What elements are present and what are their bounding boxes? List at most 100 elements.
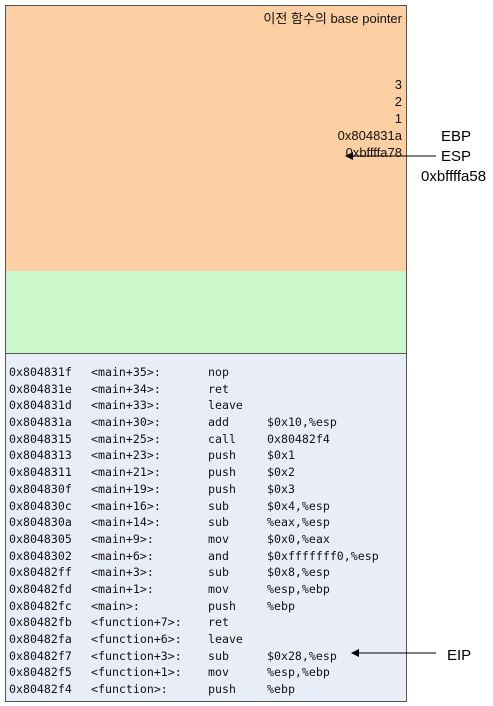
code-row: 0x80482fd <main+1>: mov %esp,%ebp [9, 581, 379, 598]
code-opcode: sub [208, 565, 229, 580]
code-opcode: mov [208, 665, 229, 680]
code-row: 0x804830a <main+14>: sub %eax,%esp [9, 514, 379, 531]
code-operands: $0xfffffff0,%esp [267, 548, 379, 563]
code-address: 0x80482fd [9, 581, 72, 596]
code-address: 0x8048302 [9, 548, 72, 563]
code-row: 0x80482fc <main>: push %ebp [9, 598, 379, 615]
code-symbol: <main+9>: [91, 531, 154, 546]
stack-value: 2 [394, 94, 402, 109]
eip-label: EIP [447, 647, 472, 664]
code-operands: %ebp [267, 682, 295, 697]
code-address: 0x804831d [9, 398, 72, 413]
code-address: 0x804830f [9, 481, 72, 496]
code-symbol: <function>: [91, 682, 168, 697]
code-operands: %ebp [267, 598, 295, 613]
code-symbol: <function+1>: [91, 665, 182, 680]
code-address: 0x804831f [9, 365, 72, 379]
code-operands: %eax,%esp [267, 515, 330, 530]
code-address: 0x8048315 [9, 431, 72, 446]
code-symbol: <main+16>: [91, 498, 161, 513]
code-symbol: <main+19>: [91, 481, 161, 496]
code-opcode: push [208, 481, 236, 496]
code-row: 0x80482f5 <function+1>: mov %esp,%ebp [9, 664, 379, 681]
code-address: 0x804831a [9, 415, 72, 430]
code-opcode: ret [208, 615, 229, 630]
code-operands: %esp,%ebp [267, 665, 330, 680]
stack-label: 이전 함수의 base pointer [263, 11, 402, 26]
code-operands: %esp,%ebp [267, 581, 330, 596]
code-opcode: leave [208, 398, 243, 413]
code-address: 0x80482f7 [9, 648, 72, 663]
code-operands: $0x0,%eax [267, 531, 330, 546]
code-address: 0x80482ff [9, 565, 72, 580]
code-symbol: <main+14>: [91, 515, 161, 530]
code-address: 0x8048313 [9, 448, 72, 463]
ebp-label: EBP [441, 128, 472, 145]
stack-value: 0x804831a [337, 128, 402, 143]
code-operands: $0x2 [267, 465, 295, 480]
code-opcode: push [208, 465, 236, 480]
code-opcode: sub [208, 648, 229, 663]
code-address: 0x80482fc [9, 598, 72, 613]
code-symbol: <main+33>: [91, 398, 161, 413]
code-opcode: sub [208, 515, 229, 530]
code-address: 0x804830a [9, 515, 72, 530]
code-opcode: push [208, 598, 236, 613]
code-opcode: push [208, 682, 236, 697]
code-symbol: <main+21>: [91, 465, 161, 480]
code-symbol: <main+23>: [91, 448, 161, 463]
code-address: 0x80482f5 [9, 665, 72, 680]
code-row: 0x8048315 <main+25>: call 0x80482f4 [9, 431, 379, 448]
code-row: 0x8048305 <main+9>: mov $0x0,%eax [9, 531, 379, 548]
code-operands: 0x80482f4 [267, 431, 330, 446]
code-operands: $0x1 [267, 448, 295, 463]
code-row: 0x804831a <main+30>: add $0x10,%esp [9, 414, 379, 431]
code-row: 0x80482f4 <function>: push %ebp [9, 681, 379, 698]
code-operands: $0x10,%esp [267, 415, 337, 430]
code-row: 0x8048313 <main+23>: push $0x1 [9, 447, 379, 464]
code-row: 0x80482fa<function+6>:leave [9, 631, 379, 648]
code-row: 0x804831f<main+35>:nop [9, 364, 379, 381]
code-symbol: <function+6>: [91, 632, 182, 646]
code-opcode: ret [208, 381, 229, 396]
code-operands: $0x28,%esp [267, 648, 337, 663]
code-address: 0x80482fa [9, 632, 72, 646]
code-symbol: <main+25>: [91, 431, 161, 446]
code-opcode: push [208, 448, 236, 463]
code-operands: $0x3 [267, 481, 295, 496]
code-symbol: <main+3>: [91, 565, 154, 580]
code-symbol: <function+7>: [91, 615, 182, 630]
code-symbol: <main>: [91, 598, 140, 613]
code-address: 0x80482f4 [9, 682, 72, 697]
code-symbol: <main+34>: [91, 381, 161, 396]
code-row: 0x80482fb <function+7>: ret [9, 614, 379, 631]
code-opcode: mov [208, 531, 229, 546]
code-opcode: nop [208, 365, 229, 379]
code-address: 0x804830c [9, 498, 72, 513]
esp-value: 0xbffffa58 [421, 168, 487, 185]
code-row: 0x804830f <main+19>: push $0x3 [9, 481, 379, 498]
code-address: 0x8048305 [9, 531, 72, 546]
code-address: 0x804831e [9, 381, 72, 396]
code-opcode: add [208, 415, 229, 430]
code-opcode: and [208, 548, 229, 563]
code-symbol: <main+1>: [91, 581, 154, 596]
code-symbol: <function+3>: [91, 648, 182, 663]
code-row: 0x8048311 <main+21>: push $0x2 [9, 464, 379, 481]
code-row: 0x804831e <main+34>: ret [9, 381, 379, 398]
code-row: 0x8048302 <main+6>: and $0xfffffff0,%esp [9, 548, 379, 565]
code-opcode: mov [208, 581, 229, 596]
code-row: 0x804830c<main+16>:sub$0x4,%esp [9, 498, 379, 515]
esp-label: ESP [441, 148, 472, 165]
code-address: 0x80482fb [9, 615, 72, 630]
code-opcode: call [208, 431, 236, 446]
code-symbol: <main+30>: [91, 415, 161, 430]
code-address: 0x8048311 [9, 465, 72, 480]
stack-region: 이전 함수의 base pointer 3 2 1 0x804831a 0xbf… [5, 5, 407, 273]
stack-value: 3 [394, 77, 402, 92]
code-row: 0x804831d <main+33>: leave [9, 397, 379, 414]
code-symbol: <main+6>: [91, 548, 154, 563]
